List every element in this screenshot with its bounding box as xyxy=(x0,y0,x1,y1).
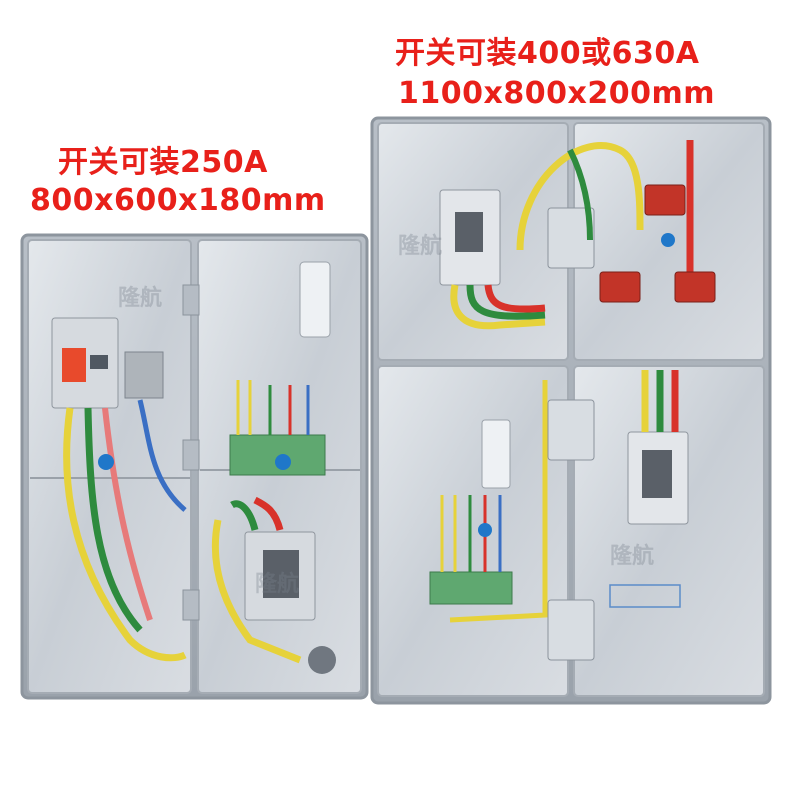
caption-switch-capacity-small: 开关可装250A xyxy=(58,145,268,180)
caption-size-small: 800x600x180mm xyxy=(30,183,326,218)
circuit-breaker-630a xyxy=(627,431,689,525)
caption-size-large: 1100x800x200mm xyxy=(398,76,715,111)
left-meter-box xyxy=(20,233,369,700)
watermark-2: 隆航 xyxy=(398,234,443,259)
utility-logo xyxy=(609,584,681,608)
circuit-breaker-small xyxy=(244,531,316,621)
terminal-block xyxy=(124,351,164,399)
watermark-4: 隆航 xyxy=(610,544,655,569)
right-box-lower-right-door xyxy=(573,365,765,697)
circuit-breaker-400a xyxy=(439,189,501,286)
current-transformers xyxy=(599,184,716,303)
watermark-3: 隆航 xyxy=(255,572,300,597)
terminal-strip xyxy=(429,571,513,605)
right-box-lower-left-door xyxy=(377,365,569,697)
circuit-breaker-250a xyxy=(51,317,119,409)
caption-switch-capacity-large: 开关可装400或630A xyxy=(395,36,700,71)
watermark-1: 隆航 xyxy=(118,286,163,311)
right-meter-box xyxy=(370,116,772,705)
